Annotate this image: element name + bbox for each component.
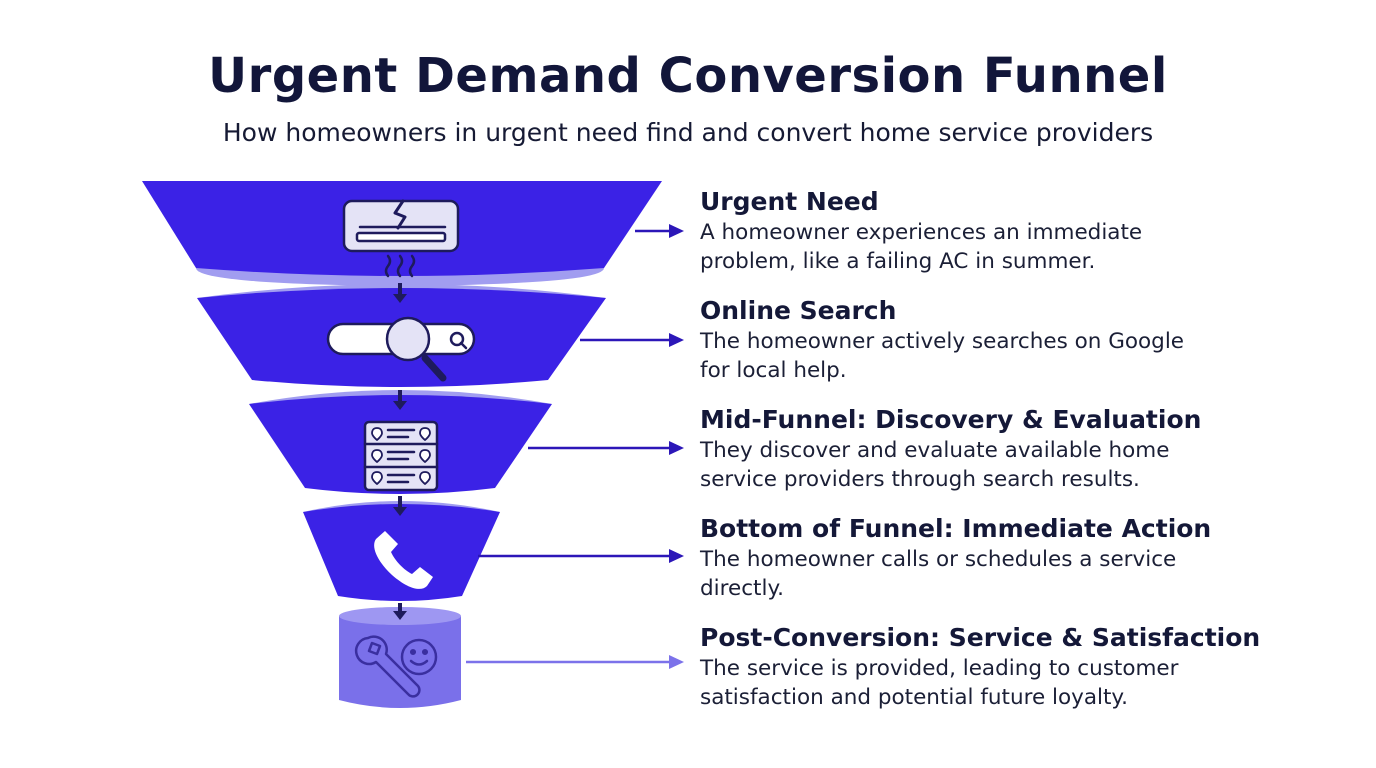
stage-5-arrow — [466, 655, 684, 669]
stage-1-arrow — [635, 224, 684, 238]
listings-icon — [363, 420, 439, 492]
stage-4-description-line-2: directly. — [700, 576, 784, 601]
stage-2-description-line-2: for local help. — [700, 358, 847, 383]
connector-2-3 — [393, 390, 407, 410]
stage-2-arrow — [580, 333, 684, 347]
stage-2-description-line-1: The homeowner actively searches on Googl… — [700, 329, 1185, 354]
stage-5-title: Post-Conversion: Service & Satisfaction — [700, 623, 1261, 652]
search-bar-icon — [326, 316, 476, 382]
stage-1-description-line-1: A homeowner experiences an immediate — [700, 220, 1143, 245]
stage-4-body — [303, 504, 500, 601]
stage-3-description-line-1: They discover and evaluate available hom… — [700, 438, 1170, 463]
stage-1-text: Urgent Need A homeowner experiences an i… — [700, 187, 1360, 275]
wrench-smiley-icon — [354, 635, 438, 698]
funnel-stage-4 — [303, 501, 500, 601]
page-title: Urgent Demand Conversion Funnel — [208, 48, 1168, 104]
broken-ac-icon — [342, 199, 460, 278]
stage-2-title: Online Search — [700, 296, 897, 325]
stage-5-description-line-2: satisfaction and potential future loyalt… — [700, 685, 1128, 710]
stage-4-title: Bottom of Funnel: Immediate Action — [700, 514, 1212, 543]
stage-3-title: Mid-Funnel: Discovery & Evaluation — [700, 405, 1202, 434]
stage-3-description-line-2: service providers through search results… — [700, 467, 1140, 492]
page-subtitle: How homeowners in urgent need find and c… — [222, 118, 1154, 147]
stage-5-text: Post-Conversion: Service & Satisfaction … — [700, 623, 1360, 711]
stage-3-text: Mid-Funnel: Discovery & Evaluation They … — [700, 405, 1360, 493]
stage-1-title: Urgent Need — [700, 187, 879, 216]
stage-4-arrow — [478, 549, 684, 563]
stage-5-body — [339, 616, 461, 708]
connector-1-2 — [393, 283, 407, 303]
phone-icon — [374, 531, 433, 589]
stage-2-text: Online Search The homeowner actively sea… — [700, 296, 1360, 384]
stage-4-description-line-1: The homeowner calls or schedules a servi… — [700, 547, 1177, 572]
stage-1-description-line-2: problem, like a failing AC in summer. — [700, 249, 1096, 274]
stage-3-arrow — [528, 441, 684, 455]
stage-4-text: Bottom of Funnel: Immediate Action The h… — [700, 514, 1360, 602]
stage-5-description-line-1: The service is provided, leading to cust… — [700, 656, 1179, 681]
connector-3-4 — [393, 496, 407, 516]
connector-4-5 — [393, 603, 407, 620]
